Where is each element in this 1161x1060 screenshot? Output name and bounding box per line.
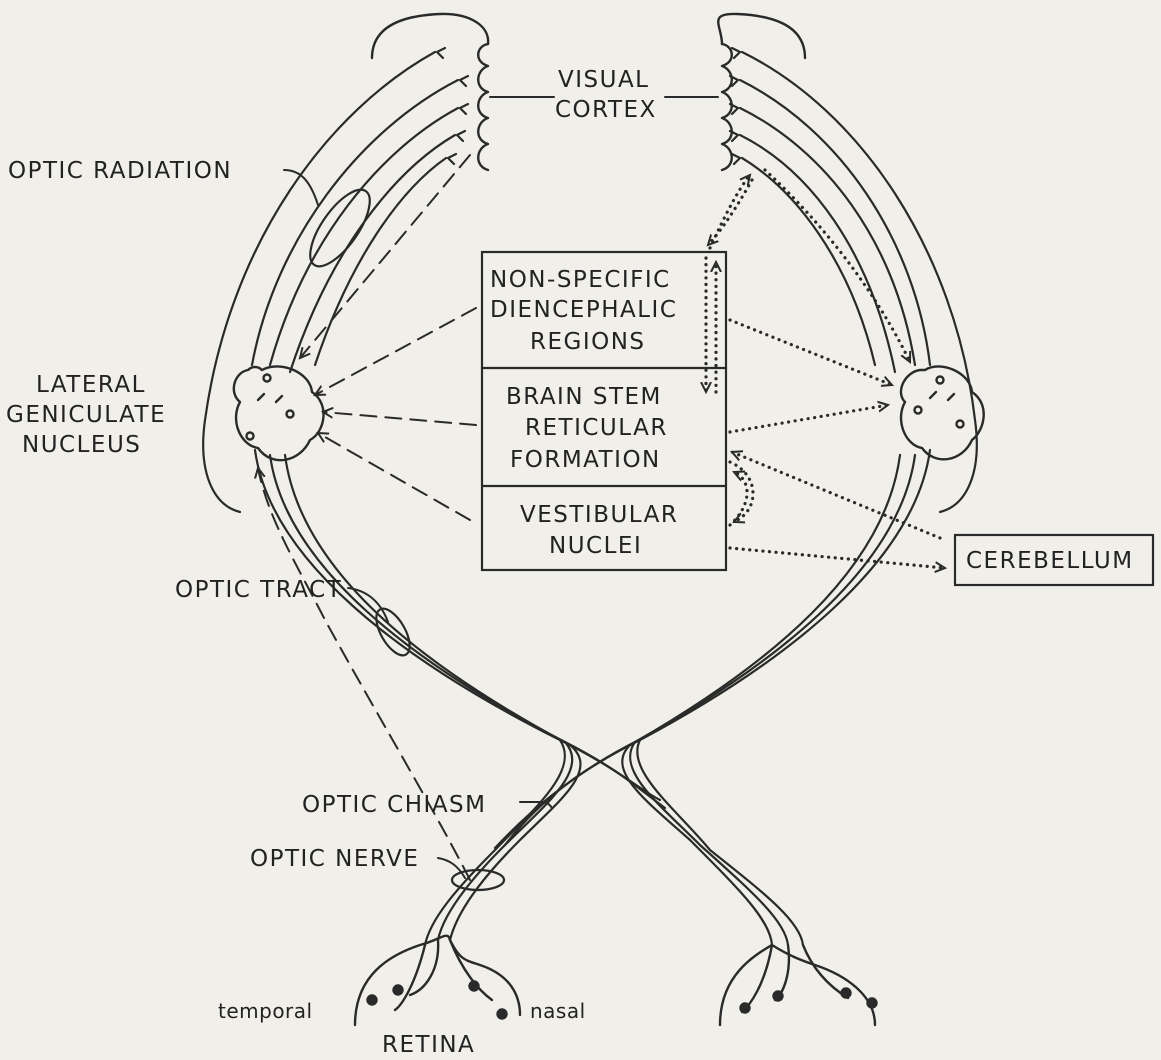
label-leaders	[284, 97, 718, 878]
optic-tract-label: OPTIC TRACT	[175, 577, 342, 603]
brainstem-label-line1: BRAIN STEM	[506, 384, 662, 410]
optic-chiasm-label: OPTIC CHIASM	[302, 792, 487, 818]
optic-nerve-label: OPTIC NERVE	[250, 846, 419, 872]
brainstem-label-line3: FORMATION	[510, 447, 661, 473]
right-lgn	[901, 366, 984, 459]
nonspecific-label-line3: REGIONS	[530, 329, 646, 355]
dotted-projections	[706, 170, 945, 568]
cerebellum-label: CEREBELLUM	[966, 548, 1134, 574]
retina-label: RETINA	[382, 1032, 475, 1058]
temporal-label: temporal	[218, 999, 313, 1023]
lgn-label-line2: GENICULATE	[6, 402, 166, 428]
nonspecific-label-line1: NON-SPECIFIC	[490, 267, 671, 293]
vestibular-label-line2: NUCLEI	[549, 533, 642, 559]
left-visual-cortex	[372, 14, 488, 170]
left-lgn	[234, 366, 324, 460]
right-retina	[720, 945, 877, 1025]
visual-cortex-label-line2: CORTEX	[555, 97, 657, 123]
nonspecific-label-line2: DIENCEPHALIC	[490, 297, 677, 323]
right-optic-radiation	[730, 48, 977, 512]
nasal-label: nasal	[530, 999, 586, 1023]
optic-radiation-label: OPTIC RADIATION	[8, 158, 232, 184]
lgn-label-line3: NUCLEUS	[22, 432, 141, 458]
brainstem-label-line2: RETICULAR	[525, 415, 668, 441]
left-retina	[355, 936, 520, 1025]
visual-cortex-label-line1: VISUAL	[558, 67, 650, 93]
vestibular-label-line1: VESTIBULAR	[520, 502, 678, 528]
lgn-label-line1: LATERAL	[36, 372, 146, 398]
